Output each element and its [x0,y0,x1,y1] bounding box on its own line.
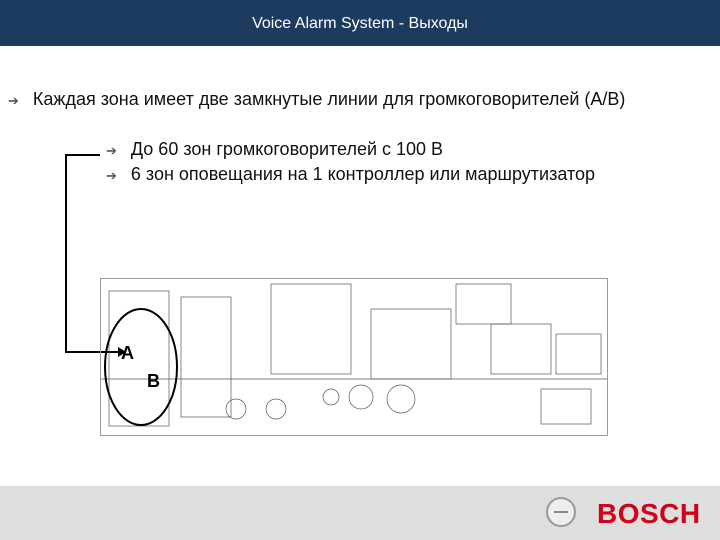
arrow-right-icon: ➔ [8,93,19,108]
wiring-diagram: A B [100,278,608,436]
bosch-emblem-icon [546,497,576,527]
arrow-right-icon: ➔ [106,168,117,183]
arrow-right-icon: ➔ [106,143,117,158]
slide-header: Voice Alarm System - Выходы [0,0,720,46]
line-a-label: A [121,343,134,363]
bullet-main: ➔ Каждая зона имеет две замкнутые линии д… [8,89,625,110]
bullet-text: Каждая зона имеет две замкнутые линии дл… [32,89,626,109]
line-b-label: B [147,371,160,391]
rear-panel-drawing [101,283,607,427]
bullet-sub-2: ➔ 6 зон оповещания на 1 контроллер или ма… [106,164,595,185]
footer [0,486,720,540]
bullet-text: 6 зон оповещания на 1 контроллер или мар… [130,164,596,184]
bullet-sub-1: ➔ До 60 зон громкоговорителей с 100 В [106,139,443,160]
slide-title: Voice Alarm System - Выходы [252,15,468,32]
bullet-text: До 60 зон громкоговорителей с 100 В [130,139,444,159]
bosch-logo: BOSCH [597,498,701,529]
